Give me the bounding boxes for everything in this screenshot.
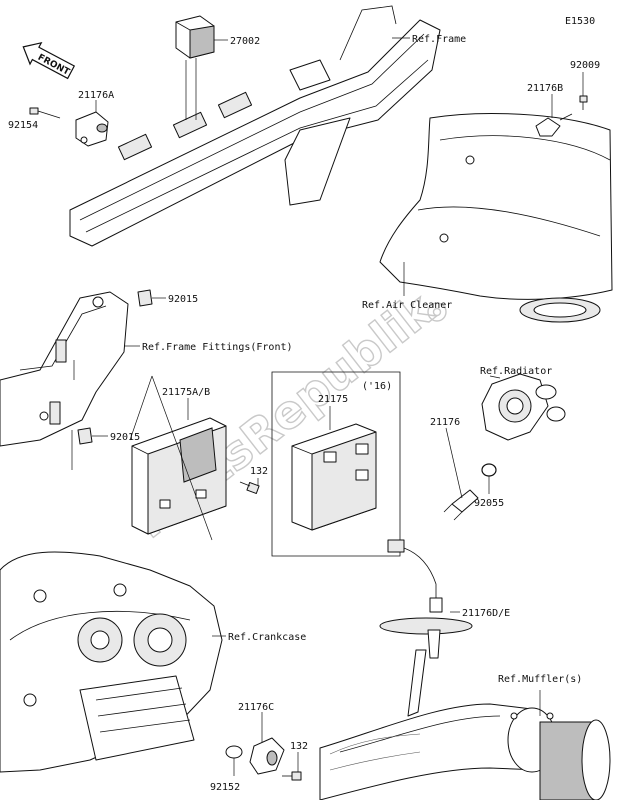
relay-27002	[175, 15, 215, 59]
frame-rail	[69, 5, 441, 247]
oring-92055	[481, 463, 497, 477]
ref-radiator-label: Ref.Radiator	[480, 366, 552, 377]
ecu-21175	[291, 423, 377, 531]
diagram-code: E1530	[565, 16, 595, 27]
ecu-21175-box	[271, 371, 401, 557]
sensor-21176C	[249, 737, 285, 775]
ref-frame-label: Ref.Frame	[412, 34, 466, 45]
label-92152: 92152	[210, 782, 240, 793]
screw-92009	[579, 95, 588, 110]
label-21176A: 21176A	[78, 90, 114, 101]
sensor-21176B	[535, 113, 573, 137]
label-27002: 27002	[230, 36, 260, 47]
label-92015-mid: 92015	[110, 432, 140, 443]
ref-frame-fittings-label: Ref.Frame Fittings(Front)	[142, 342, 293, 353]
air-cleaner-housing	[379, 113, 613, 323]
ref-muffler-label: Ref.Muffler(s)	[498, 674, 582, 685]
bolt-132-mid	[239, 481, 260, 494]
crankcase	[0, 551, 223, 773]
radiator-fitting	[481, 373, 566, 441]
label-21176B: 21176B	[527, 83, 563, 94]
label-21175AB: 21175A/B	[162, 387, 210, 398]
label-92055: 92055	[474, 498, 504, 509]
o2-sensor-21176DE	[379, 539, 473, 659]
clip-92015-mid	[77, 427, 93, 445]
label-21176C: 21176C	[238, 702, 274, 713]
watermark-gear-icon	[427, 302, 447, 322]
label-132-bot: 132	[290, 741, 308, 752]
label-132-mid: 132	[250, 466, 268, 477]
muffler	[319, 649, 611, 800]
ref-air-cleaner-label: Ref.Air Cleaner	[362, 300, 452, 311]
frame-fittings	[0, 291, 129, 470]
label-21175: 21175	[318, 394, 348, 405]
label-92154: 92154	[8, 120, 38, 131]
label-21176: 21176	[430, 417, 460, 428]
oring-92152	[225, 745, 243, 759]
sensor-21176A	[75, 111, 109, 147]
clip-92015-top	[137, 289, 153, 307]
temp-sensor-21176	[443, 489, 479, 521]
bolt-92154	[29, 107, 61, 119]
ref-crankcase-label: Ref.Crankcase	[228, 632, 306, 643]
year-note-label: ('16)	[362, 381, 392, 392]
label-92015-top: 92015	[168, 294, 198, 305]
label-21176DE: 21176D/E	[462, 608, 510, 619]
label-92009: 92009	[570, 60, 600, 71]
front-arrow-icon: FRONT	[22, 41, 76, 80]
bolt-132-bot	[282, 771, 302, 781]
ecu-21175AB	[131, 417, 227, 535]
